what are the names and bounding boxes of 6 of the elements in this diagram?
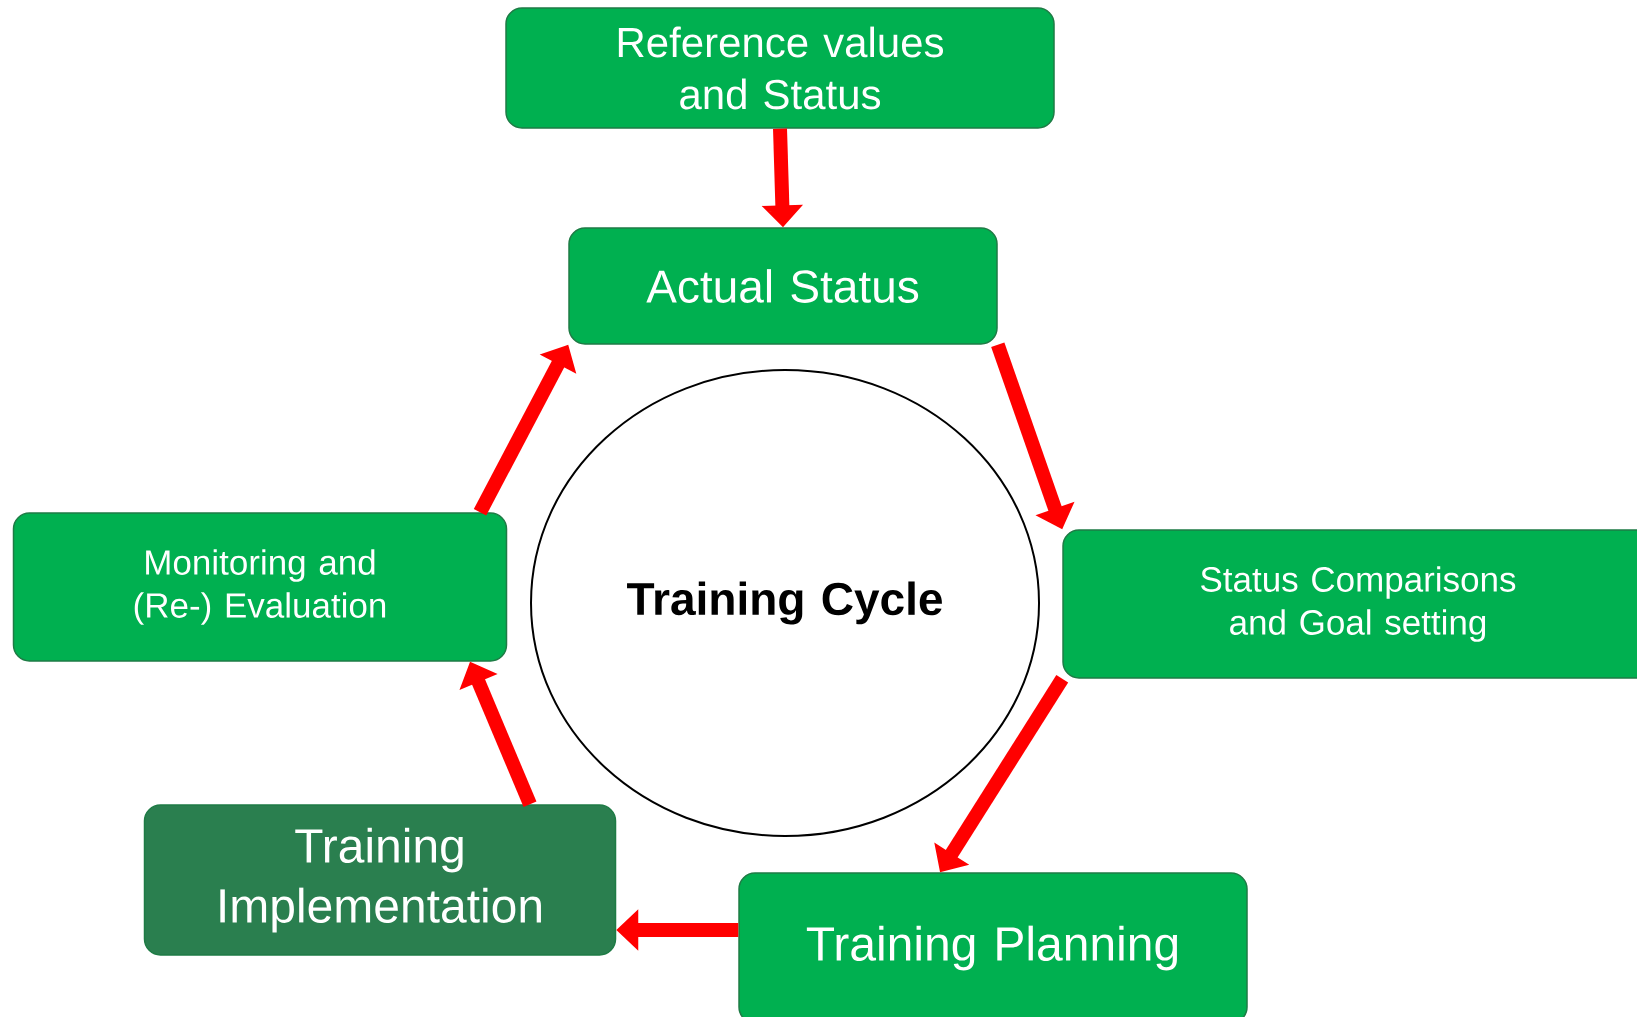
process-box: Actual Status bbox=[568, 227, 998, 345]
process-box: Reference values and Status bbox=[505, 7, 1055, 129]
process-box: Monitoring and (Re-) Evaluation bbox=[12, 512, 508, 662]
process-box: Status Comparisons and Goal setting bbox=[1062, 529, 1637, 679]
process-box: Training Implementation bbox=[143, 804, 617, 956]
process-box: Training Planning bbox=[738, 872, 1248, 1017]
